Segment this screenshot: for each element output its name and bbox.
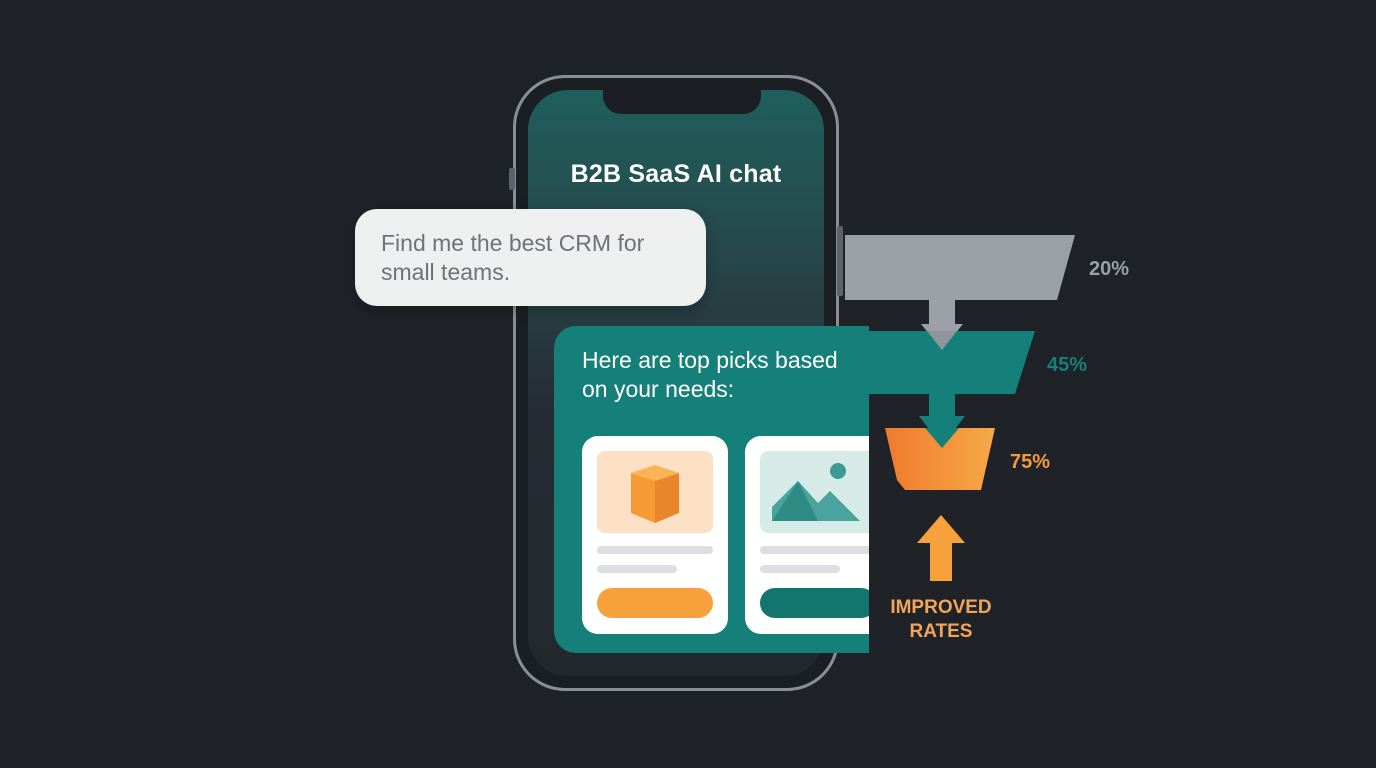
product-text-placeholder [760,546,869,554]
bot-response-card: Here are top picks based on your needs: [554,326,869,653]
box-icon [631,465,679,523]
bot-message-text: Here are top picks based on your needs: [582,347,838,402]
funnel-label-20: 20% [1089,258,1130,280]
funnel-label-75: 75% [1010,451,1051,473]
product-text-placeholder [597,546,713,554]
funnel-stage-orange [885,428,995,490]
product-text-placeholder [597,565,677,573]
product-text-placeholder [760,565,840,573]
improved-rates-text: IMPROVED RATES [890,597,992,642]
user-message-bubble: Find me the best CRM for small teams. [355,209,706,306]
funnel-arrow-teal-tip [925,428,959,448]
conversion-funnel [845,235,1075,490]
product-card[interactable] [745,436,869,634]
app-title: B2B SaaS AI chat [570,160,782,188]
product-card[interactable] [582,436,728,634]
funnel-label-45: 45% [1047,354,1088,376]
funnel-arrow-teal-stem [929,392,955,420]
phone-side-button [837,226,843,296]
phone-notch [603,90,761,114]
product-action-button[interactable] [760,588,869,618]
funnel-stage-teal [869,331,1035,394]
product-action-button[interactable] [597,588,713,618]
user-message-text: Find me the best CRM for small teams. [381,230,645,285]
landscape-image-icon [772,463,860,521]
funnel-stage-gray [845,235,1075,300]
product-image [760,451,869,533]
phone-side-button [509,168,515,190]
improved-rates-label: IMPROVED RATES [880,596,1002,644]
arrow-up-icon [917,515,965,581]
funnel-arrow-gray-tip [927,331,957,350]
funnel-arrow-gray-stem [929,298,955,328]
product-image [597,451,713,533]
